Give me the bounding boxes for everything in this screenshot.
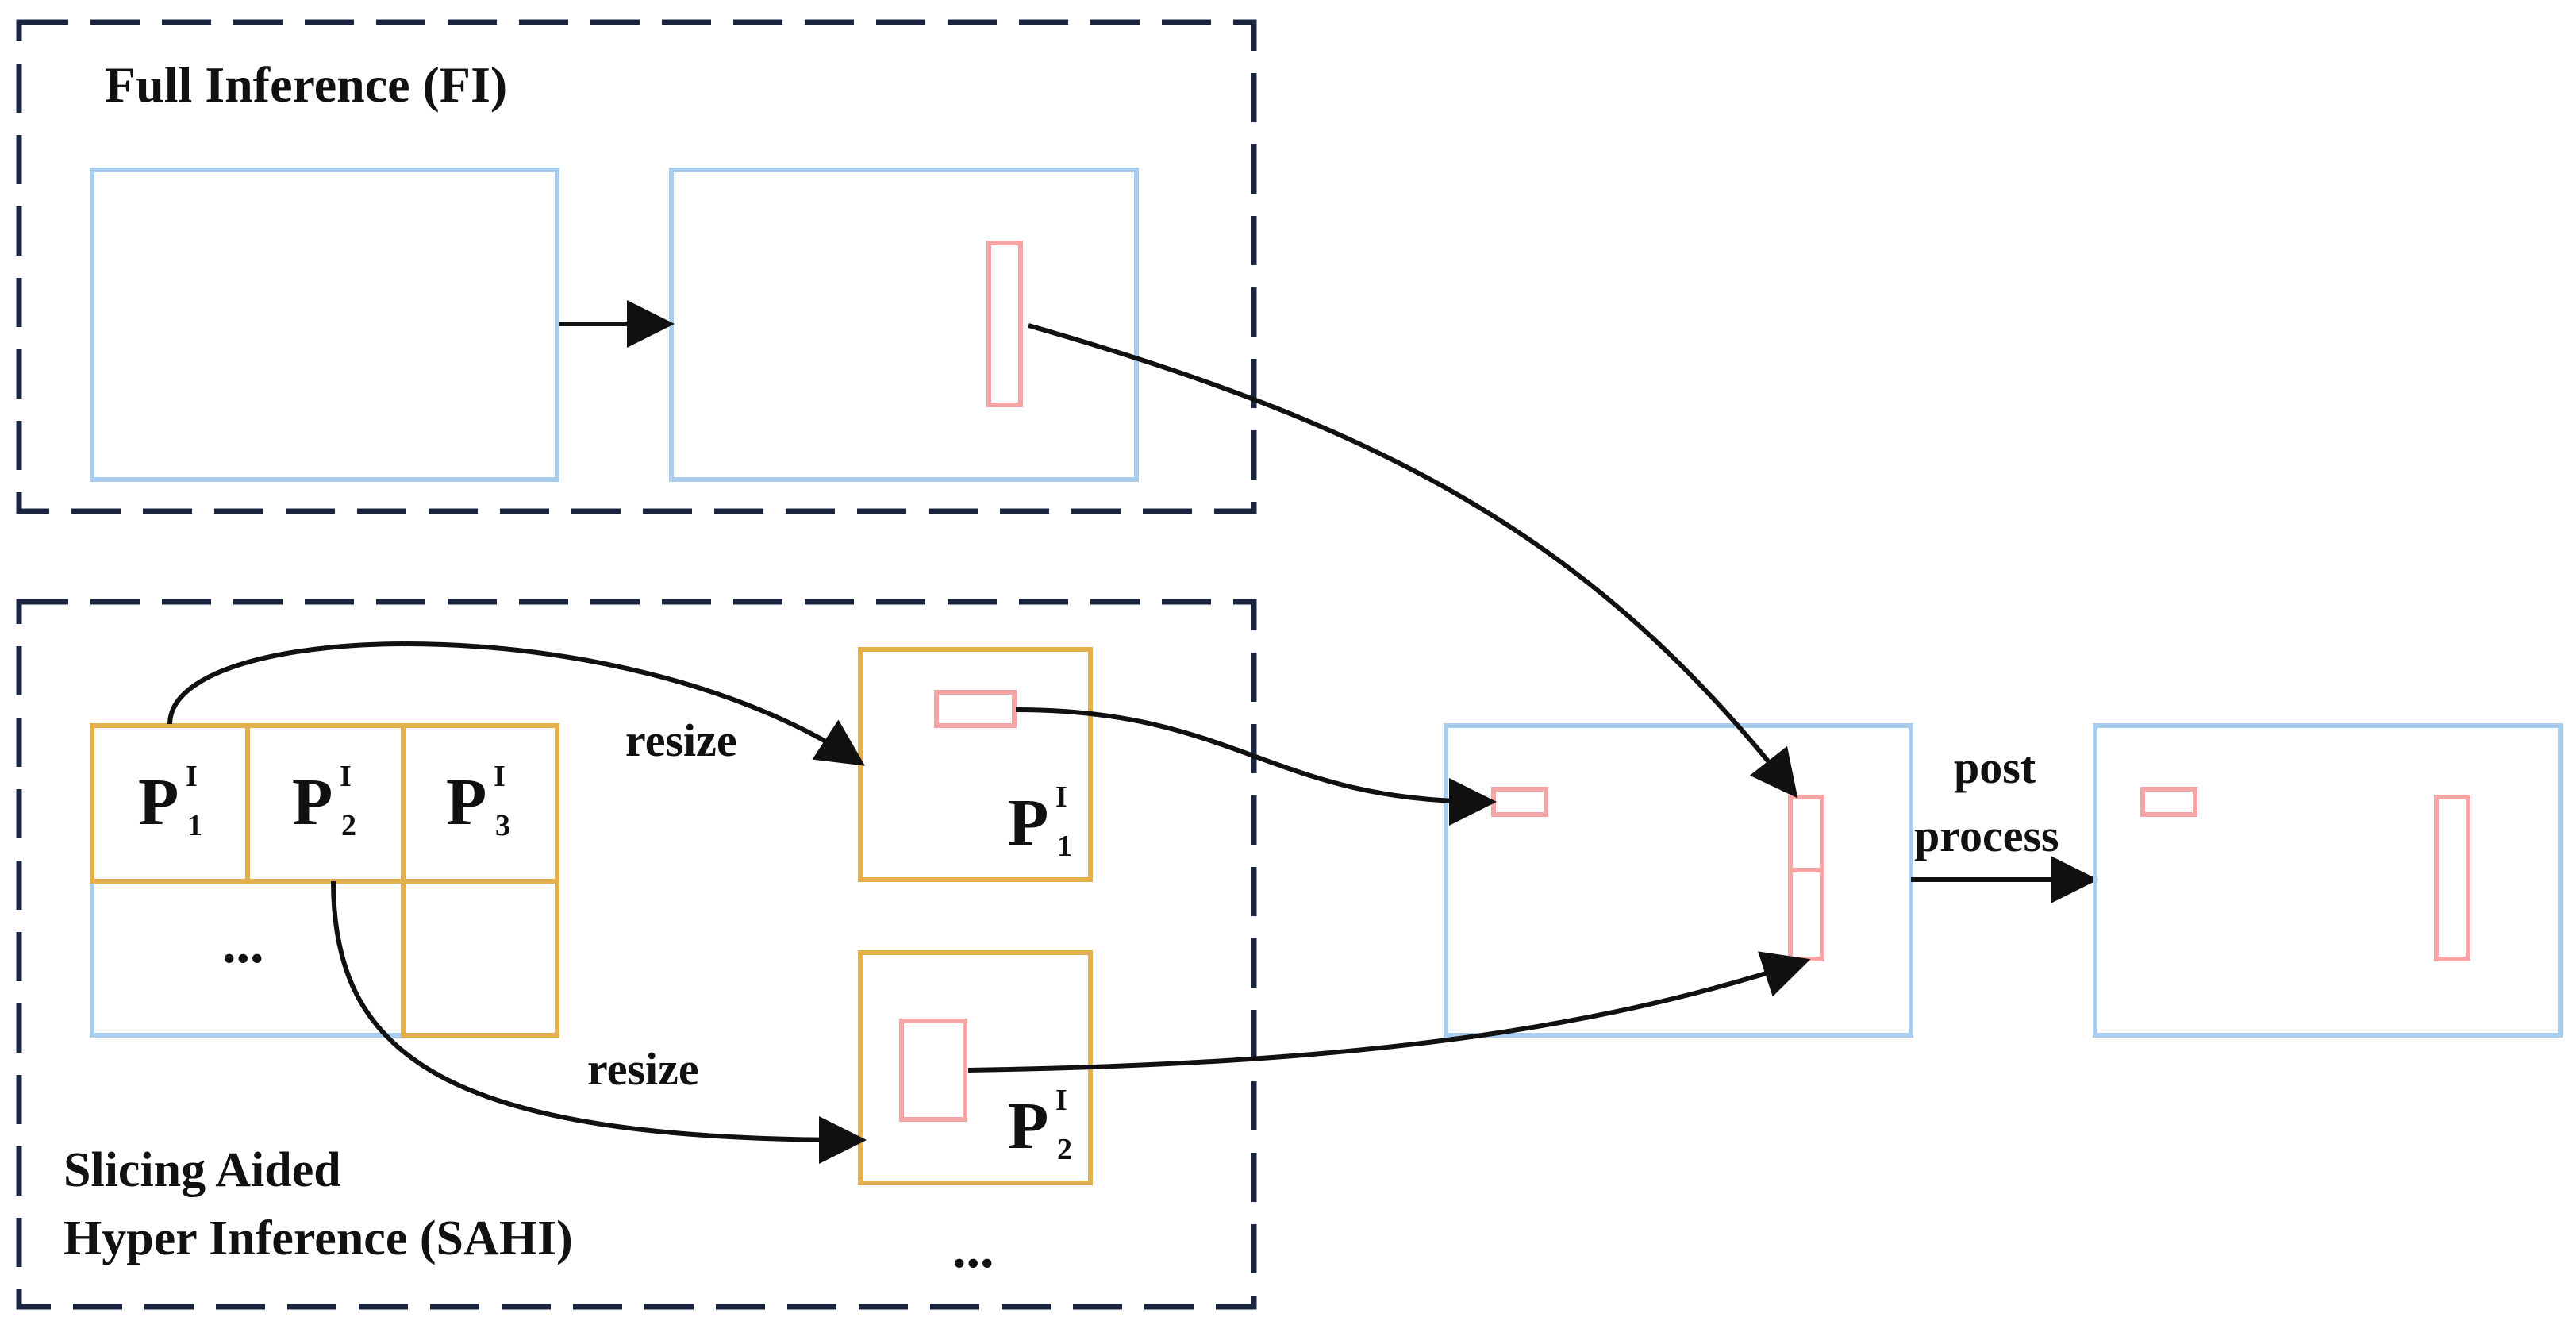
slice-label-p3-sup: I	[494, 760, 506, 793]
resized-patch-p1	[858, 647, 1093, 882]
sahi-title-line2: Hyper Inference (SAHI)	[63, 1211, 573, 1265]
patch-p1-detection-box	[934, 690, 1017, 728]
p2-to-merged-arrow	[967, 951, 1811, 1073]
merged-image	[1444, 723, 1913, 1038]
slice-label-p2-sup: I	[340, 760, 352, 793]
fi-title: Full Inference (FI)	[105, 56, 507, 113]
slice-label-p2-sub: 2	[341, 809, 356, 842]
merged-tall-box-upper	[1788, 795, 1824, 872]
fi-detection-box	[986, 241, 1023, 407]
slice-label-p3-sub: 3	[495, 809, 510, 842]
resize-arrow-p1	[167, 641, 866, 766]
slice-label-p3: P I 3	[446, 760, 510, 842]
resize-arrow-p2	[331, 880, 867, 1164]
slice-label-p1-sup: I	[186, 760, 198, 793]
resized-patch-p1-sub: 1	[1057, 830, 1072, 863]
final-tall-box	[2434, 795, 2470, 961]
resized-patch-p1-sup: I	[1055, 780, 1067, 814]
sahi-title-line1: Slicing Aided	[63, 1143, 341, 1197]
p1-to-merged-arrow	[1015, 707, 1497, 826]
resize-label-top: resize	[625, 714, 737, 766]
resized-patch-p2-letter: P	[1008, 1089, 1048, 1163]
merged-tall-box-lower	[1788, 868, 1824, 961]
sahi-frame	[16, 599, 1257, 1310]
final-small-box	[2140, 787, 2197, 817]
patch-p2-detection-box	[899, 1019, 967, 1122]
slice-p6	[401, 879, 559, 1038]
fi-frame	[16, 19, 1257, 514]
final-output-image	[2093, 723, 2563, 1038]
fi-to-merged-arrow	[1028, 323, 1798, 799]
resized-patch-p2-sub: 2	[1057, 1133, 1072, 1166]
fi-input-image	[90, 168, 559, 482]
merged-small-box	[1491, 787, 1548, 817]
slice-label-p3-letter: P	[446, 765, 486, 839]
slice-label-p1: P I 1	[138, 760, 202, 842]
fi-output-image	[669, 168, 1139, 482]
resized-patch-p1-letter: P	[1008, 786, 1048, 860]
slice-label-p2: P I 2	[292, 760, 356, 842]
patch-ellipsis: ...	[952, 1219, 994, 1280]
post-process-label-line2: process	[1914, 810, 2059, 861]
resized-patch-p2-label: P I 2	[1008, 1084, 1072, 1166]
post-process-label-line1: post	[1954, 741, 2036, 793]
slice-label-p1-letter: P	[138, 765, 179, 839]
slice-ellipsis: ...	[222, 914, 264, 975]
resized-patch-p2-sup: I	[1055, 1084, 1067, 1117]
resized-patch-p1-label: P I 1	[1008, 780, 1072, 863]
resize-label-bottom: resize	[587, 1043, 699, 1095]
slice-label-p1-sub: 1	[187, 809, 202, 842]
slice-label-p2-letter: P	[292, 765, 333, 839]
